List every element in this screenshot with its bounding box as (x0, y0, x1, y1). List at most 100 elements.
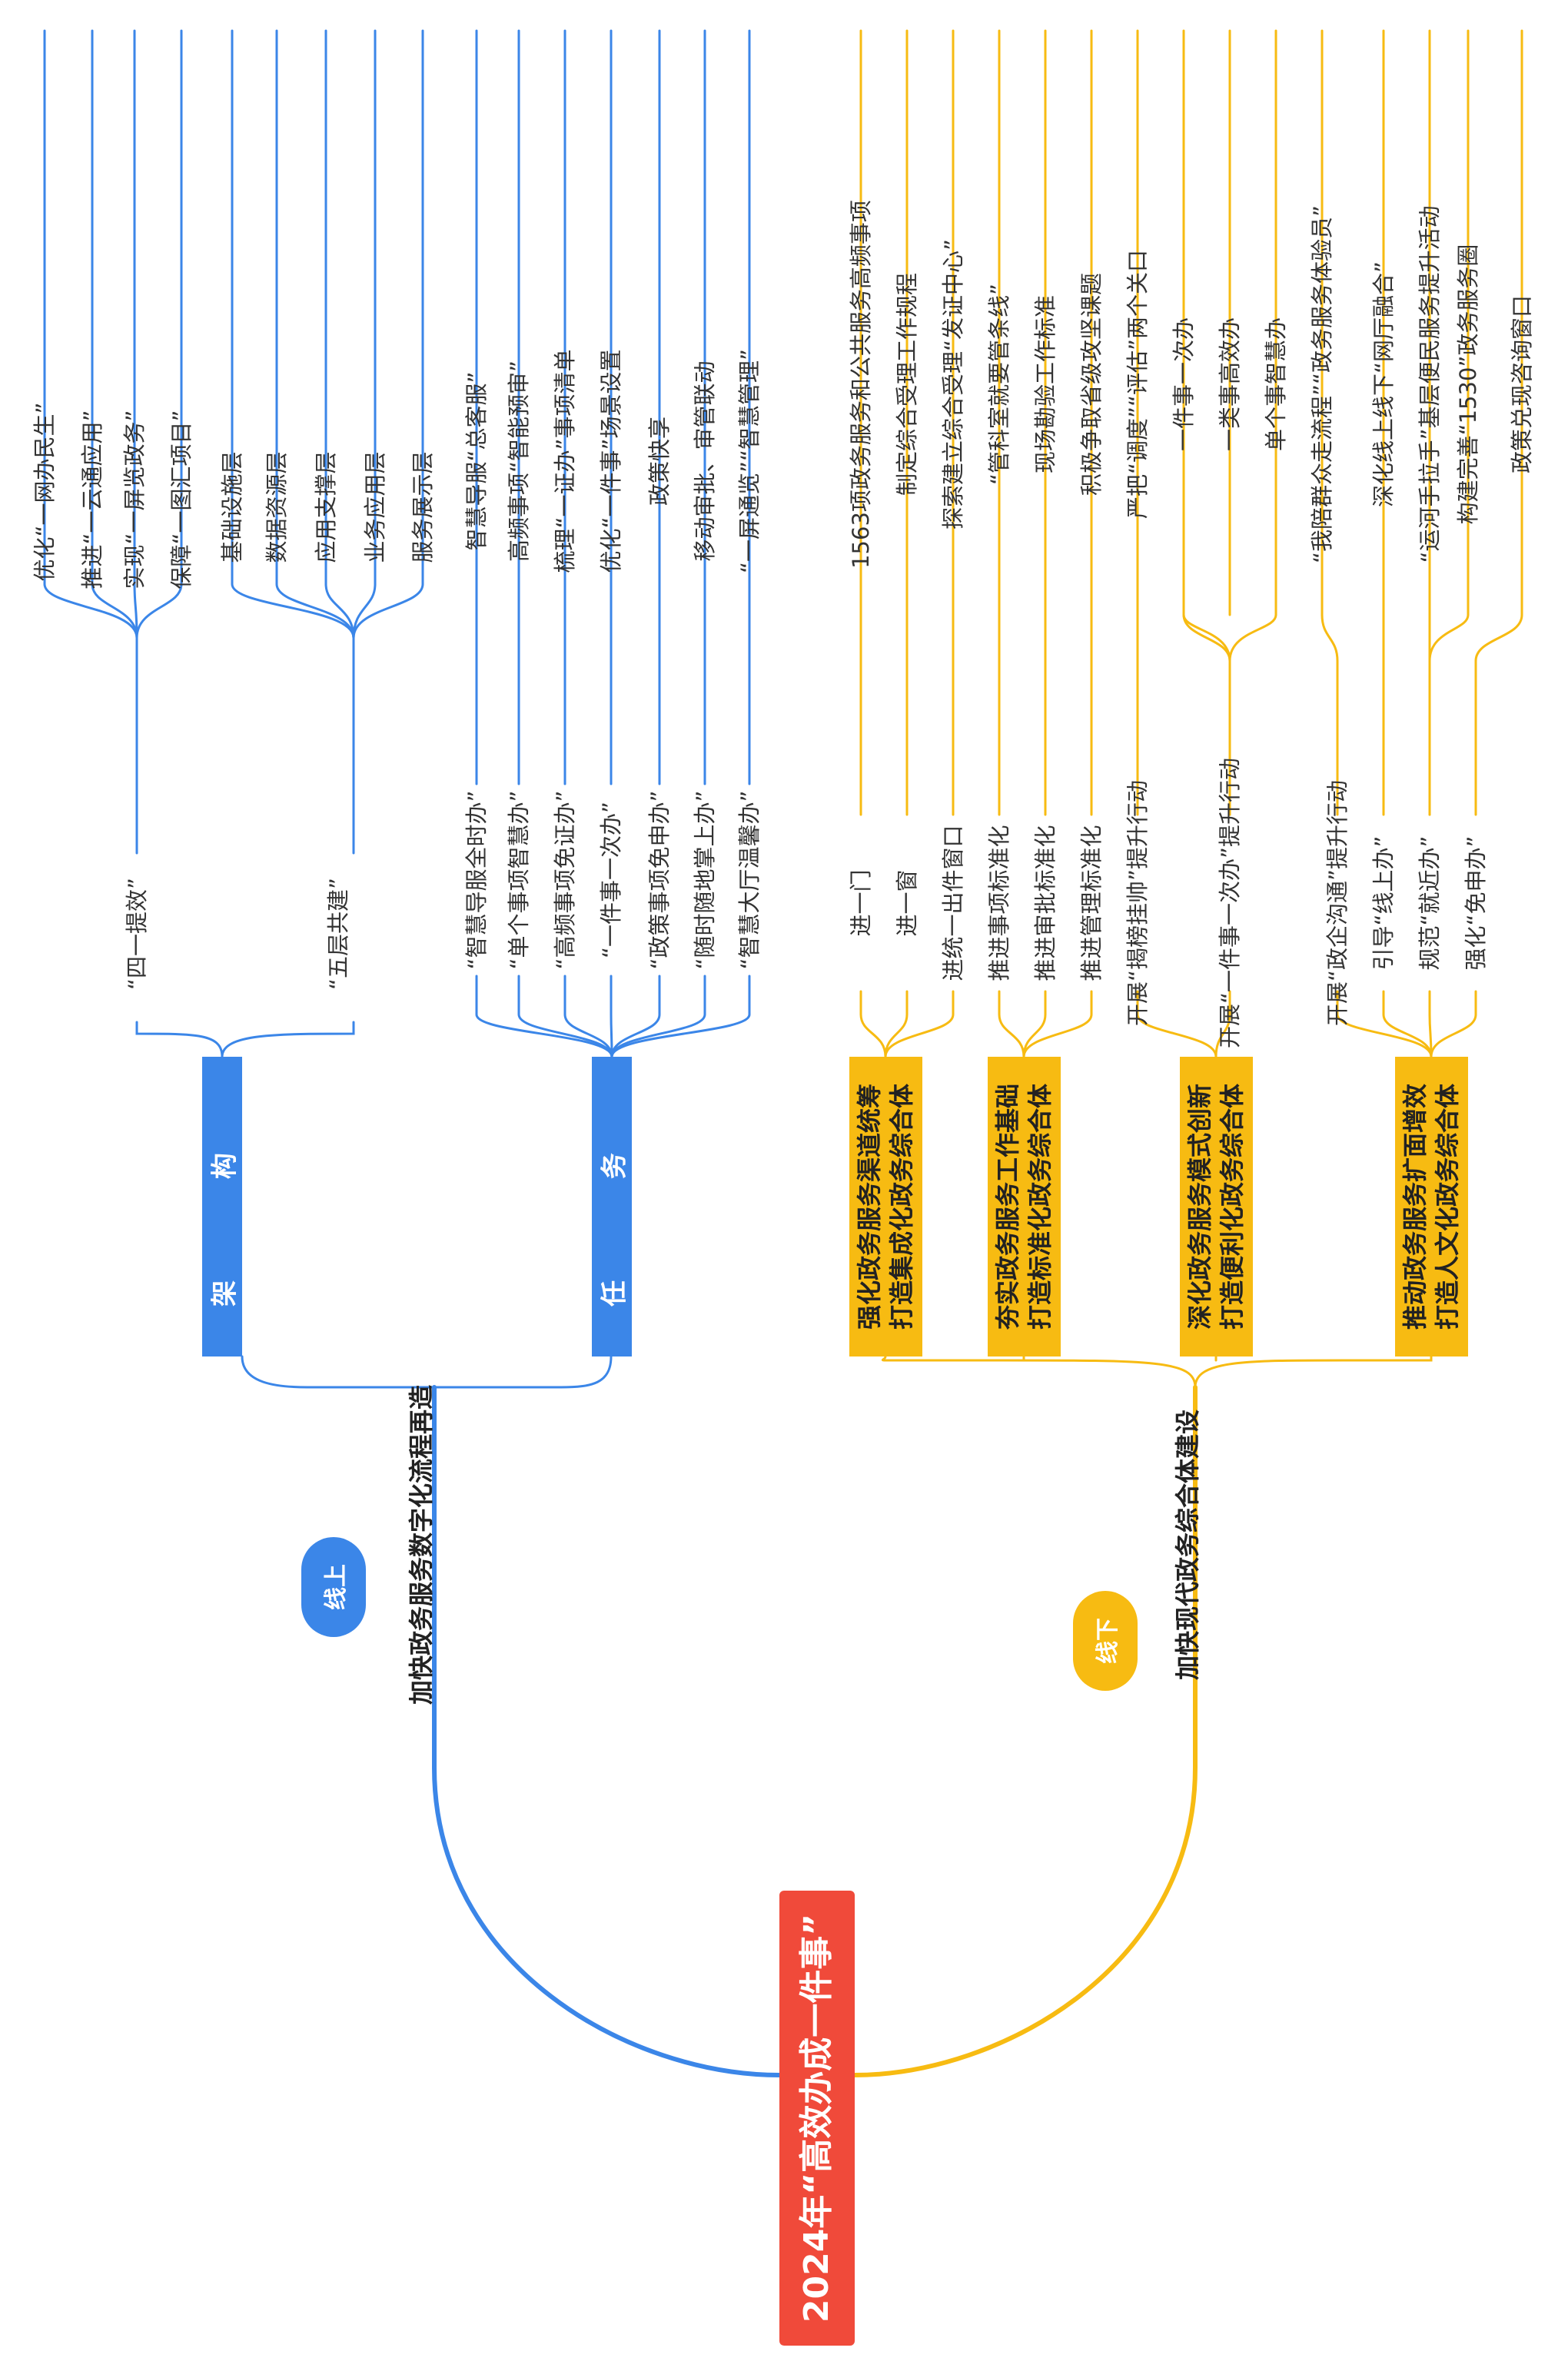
five-item-2[interactable]: 数据资源层 (264, 451, 290, 563)
offline-g1-left-2[interactable]: 进一窗 (894, 869, 920, 937)
offline-bracket-right (1194, 1355, 1433, 1389)
offline-g1-right-1[interactable]: 1563项政务服务和公共服务高频事项 (848, 200, 874, 569)
task-right-7[interactable]: “一屏通览”“智慧管理” (736, 348, 762, 574)
four-item-line (135, 29, 183, 639)
offline-g4-right-1[interactable]: “我陪群众走流程”“政务服务体验员” (1309, 204, 1335, 564)
offline-bracket-left (882, 1355, 1197, 1389)
offline-group-3[interactable]: 深化政务服务模式创新打造便利化政务综合体 (1180, 1057, 1253, 1356)
four-item-1[interactable]: 优化“一网办民生” (32, 402, 58, 582)
offline-branch-line (884, 990, 909, 1058)
offline-g2-right-2[interactable]: 现场勘验工作标准 (1032, 294, 1058, 474)
offline-g4-left-3[interactable]: 规范“就近办” (1417, 835, 1443, 971)
offline-g4-left-1[interactable]: 开展“政企沟通”提升行动 (1324, 779, 1350, 1027)
four-item-line (133, 29, 138, 639)
offline-g2-right-1[interactable]: “管科室就要管条线” (986, 283, 1012, 486)
architecture-node[interactable]: 架 构 (202, 1057, 242, 1356)
root-to-offline-curve (852, 1385, 1198, 2077)
offline-group-4[interactable]: 推动政务服务扩面增效打造人文化政务综合体 (1395, 1057, 1468, 1356)
task-branch-line (563, 975, 613, 1058)
offline-g4-right-3[interactable]: “运河手拉手”基层便民服务提升活动 (1417, 205, 1443, 563)
four-item-line (91, 29, 138, 639)
g3-subfan-b (1228, 613, 1277, 816)
five-layer-label[interactable]: “五层共建” (325, 877, 351, 991)
four-efficiency-label[interactable]: “四一提效” (124, 877, 150, 991)
task-left-4[interactable]: “一件事一次办” (598, 801, 624, 959)
task-left-7[interactable]: “智慧大厅温馨办” (736, 790, 762, 970)
online-bracket (241, 1355, 613, 1393)
offline-branch-line (1022, 990, 1093, 1058)
offline-g3-left-1[interactable]: 开展“揭榜挂帅”提升行动 (1125, 779, 1151, 1027)
offline-g1-right-2[interactable]: 制定综合受理工作规程 (894, 272, 920, 496)
task-left-6[interactable]: “随时随地掌上办” (692, 790, 718, 970)
online-branch-title[interactable]: 加快政务服务数字化流程再造 (407, 1384, 436, 1705)
task-branch-line (610, 975, 661, 1058)
task-branch-line (610, 975, 751, 1058)
offline-g2-left-1[interactable]: 推进事项标准化 (986, 825, 1012, 981)
task-left-5[interactable]: “政策事项免申办” (646, 790, 673, 970)
offline-branch-line (884, 990, 955, 1058)
task-right-6[interactable]: 移动审批、审管联动 (692, 360, 718, 562)
offline-g2-left-3[interactable]: 推进管理标准化 (1078, 825, 1105, 981)
five-item-5[interactable]: 服务展示层 (410, 451, 436, 563)
offline-branch-line (1336, 990, 1433, 1058)
task-right-4[interactable]: 优化“一件事”场景设置 (598, 349, 624, 573)
offline-branch-line (1428, 990, 1433, 1058)
task-right-5[interactable]: 政策快享 (646, 416, 673, 506)
root-title: 2024年“高效办成一件事” (797, 1913, 836, 2323)
four-item-line (43, 29, 138, 639)
offline-group-4-title-b: 打造人文化政务综合体 (1433, 1083, 1462, 1330)
online-tag: 线上 (301, 1537, 366, 1637)
offline-g2-left-2[interactable]: 推进审批标准化 (1032, 825, 1058, 981)
offline-g4-right-4[interactable]: 构建完善“1530”政务服务圈 (1455, 244, 1481, 525)
offline-g4-right-2[interactable]: 深化线上线下“网厅融合” (1370, 261, 1397, 508)
five-item-line (324, 29, 355, 639)
four-item-3[interactable]: 实现“一屏览政务” (121, 410, 148, 589)
offline-g2-right-3[interactable]: 积极争取省级攻坚课题 (1078, 272, 1105, 496)
offline-g1-right-3[interactable]: 探索建立综合受理“发证中心” (940, 238, 966, 530)
task-left-1[interactable]: “智慧导服全时办” (463, 790, 490, 970)
offline-g4-left-2[interactable]: 引导“线上办” (1370, 835, 1397, 971)
offline-branch-line (1382, 990, 1433, 1058)
offline-g3-right-4[interactable]: 单个事智慧办 (1263, 317, 1289, 452)
task-branch-line (610, 975, 613, 1058)
arch-to-four (135, 1021, 224, 1058)
offline-g4-left-5[interactable]: 强化“免申办” (1463, 835, 1489, 971)
task-left-2[interactable]: “单个事项智慧办” (506, 790, 532, 970)
offline-branch-title[interactable]: 加快现代政务综合体建设 (1173, 1409, 1202, 1681)
four-item-4[interactable]: 保障“一图汇项目” (168, 410, 194, 589)
four-item-2[interactable]: 推进“一云通应用” (79, 410, 105, 589)
offline-g3-right-3[interactable]: 一类事高效办 (1217, 317, 1243, 452)
tasks-node[interactable]: 任 务 (592, 1057, 632, 1356)
root-to-online-curve (432, 1385, 782, 2077)
task-right-3[interactable]: 梳理“一证办”事项清单 (552, 349, 578, 573)
offline-g3-left-2[interactable]: 开展“一件事一次办”提升行动 (1217, 757, 1243, 1049)
offline-mid-line (1321, 613, 1339, 816)
task-left-3[interactable]: “高频事项免证办” (552, 790, 578, 970)
five-item-4[interactable]: 业务应用层 (362, 451, 388, 563)
offline-branch-line (998, 990, 1025, 1058)
offline-group-1-title-b: 打造集成化政务综合体 (887, 1083, 916, 1330)
offline-branch-line (1022, 990, 1047, 1058)
five-item-3[interactable]: 应用支撑层 (313, 451, 339, 563)
offline-g1-left-3[interactable]: 进统一出件窗口 (940, 825, 966, 981)
g4-subfan (1428, 613, 1470, 816)
offline-branch-line (859, 990, 887, 1058)
task-right-1[interactable]: 智慧导服“总客服” (463, 371, 490, 551)
offline-tag: 线下 (1073, 1591, 1138, 1691)
offline-group-3-title-b: 打造便利化政务综合体 (1218, 1083, 1247, 1330)
offline-g3-right-2[interactable]: 一件事一次办 (1171, 317, 1197, 452)
offline-branch-line (1430, 990, 1477, 1058)
task-right-2[interactable]: 高频事项“智能预审” (506, 360, 532, 563)
offline-g1-left-1[interactable]: 进一门 (848, 869, 874, 937)
offline-g4-right-5[interactable]: 政策兑现咨询窗口 (1509, 294, 1535, 474)
arch-to-five (221, 1021, 355, 1058)
offline-group-2[interactable]: 夯实政务服务工作基础打造标准化政务综合体 (988, 1057, 1061, 1356)
root-node[interactable]: 2024年“高效办成一件事” (779, 1891, 855, 2346)
offline-group-1[interactable]: 强化政务服务渠道统筹打造集成化政务综合体 (849, 1057, 922, 1356)
offline-g3-right-1[interactable]: 严把“调度”“评估”两个关口 (1125, 249, 1151, 520)
offline-branch-line (1136, 990, 1218, 1058)
five-item-1[interactable]: 基础设施层 (219, 451, 245, 563)
offline-group-2-title-b: 打造标准化政务综合体 (1025, 1083, 1055, 1330)
offline-branch-line (1214, 990, 1231, 1058)
